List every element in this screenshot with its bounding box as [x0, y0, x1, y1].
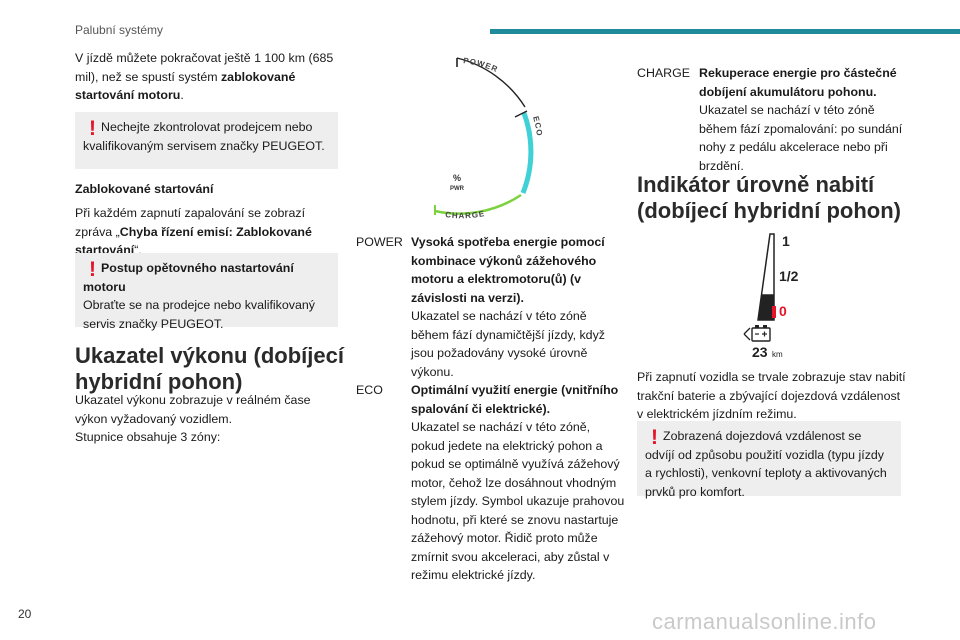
warning-box-3: ! Zobrazená dojezdová vzdálenost se odví… — [637, 421, 901, 499]
subheading-blocked-start: Zablokované startování — [75, 182, 214, 196]
gauge-label-charge: CHARGE — [445, 209, 486, 220]
zone-title: Vysoká spotřeba energie pomocí kombinace… — [411, 235, 605, 305]
intro-paragraph: V jízdě můžete pokračovat ještě 1 100 km… — [75, 51, 334, 102]
warning-icon: ! — [89, 258, 96, 281]
header-accent-bar — [490, 29, 960, 34]
range-value: 23 — [752, 344, 768, 360]
battery-scale-bottom: 0 — [779, 303, 787, 319]
power-gauge: POWER ECO CHARGE % PWR — [434, 56, 544, 220]
warning-box-1: ! Nechejte zkontrolovat prodejcem nebo k… — [75, 112, 338, 169]
zone-power: POWER Vysoká spotřeba energie pomocí kom… — [356, 233, 626, 381]
zone-eco: ECO Optimální využití energie (vnitřního… — [356, 381, 626, 585]
charge-indicator-heading: Indikátor úrovně nabití (dobíjecí hybrid… — [637, 172, 901, 223]
warning-icon: ! — [89, 117, 96, 140]
gauge-center-text: PWR — [450, 186, 465, 192]
zone-text: Ukazatel se nachází v této zóně, pokud j… — [411, 420, 625, 582]
zone-term: ECO — [356, 383, 383, 397]
zone-definitions: POWER Vysoká spotřeba energie pomocí kom… — [356, 233, 626, 585]
section-title: Palubní systémy — [75, 23, 164, 37]
power-arc — [456, 57, 526, 108]
gauge-label-eco: ECO — [531, 115, 544, 137]
warning-text-3: Zobrazená dojezdová vzdálenost se odvíjí… — [645, 429, 887, 499]
eco-tick — [514, 110, 528, 118]
warning-box-2: ! Postup opětovného nastartování motoru … — [75, 253, 338, 331]
zone-term: CHARGE — [637, 66, 691, 80]
battery-plug-icon — [743, 325, 771, 342]
zone-title: Optimální využití energie (vnitřního spa… — [411, 383, 619, 416]
blocked-start-paragraph: Při každém zapnutí zapalování se zobrazí… — [75, 206, 312, 257]
warning-icon: ! — [651, 426, 658, 449]
watermark: carmanualsonline.info — [652, 609, 877, 634]
charge-arc — [434, 193, 522, 215]
range-unit: km — [772, 350, 783, 359]
power-indicator-paragraph: Ukazatel výkonu zobrazuje v reálném čase… — [75, 393, 311, 444]
battery-scale-mid: 1/2 — [779, 268, 799, 284]
gauge-center-symbol: % — [453, 173, 461, 183]
zone-term: POWER — [356, 235, 403, 249]
page-number: 20 — [18, 607, 32, 621]
battery-level-gauge: 1 1/2 0 23 km — [743, 233, 799, 360]
eco-arc — [520, 112, 534, 194]
battery-bar-fill — [758, 294, 774, 320]
zone-text: Ukazatel se nachází v této zóně během fá… — [411, 309, 605, 379]
warning-title-2: Postup opětovného nastartování motoru — [83, 261, 294, 294]
zone-text: Ukazatel se nachází v této zóně během fá… — [699, 103, 903, 173]
gauge-label-power: POWER — [463, 56, 500, 74]
zone-charge: CHARGE Rekuperace energie pro částečné d… — [637, 64, 907, 175]
zone-title: Rekuperace energie pro částečné dobíjení… — [699, 66, 897, 99]
power-indicator-heading: Ukazatel výkonu (dobíjecí hybridní pohon… — [75, 343, 344, 394]
warning-text-1: Nechejte zkontrolovat prodejcem nebo kva… — [83, 120, 325, 153]
charge-indicator-paragraph: Při zapnutí vozidla se trvale zobrazuje … — [637, 370, 906, 421]
battery-scale-top: 1 — [782, 233, 790, 249]
warning-text-2: Obraťte se na prodejce nebo kvalifikovan… — [83, 298, 315, 331]
